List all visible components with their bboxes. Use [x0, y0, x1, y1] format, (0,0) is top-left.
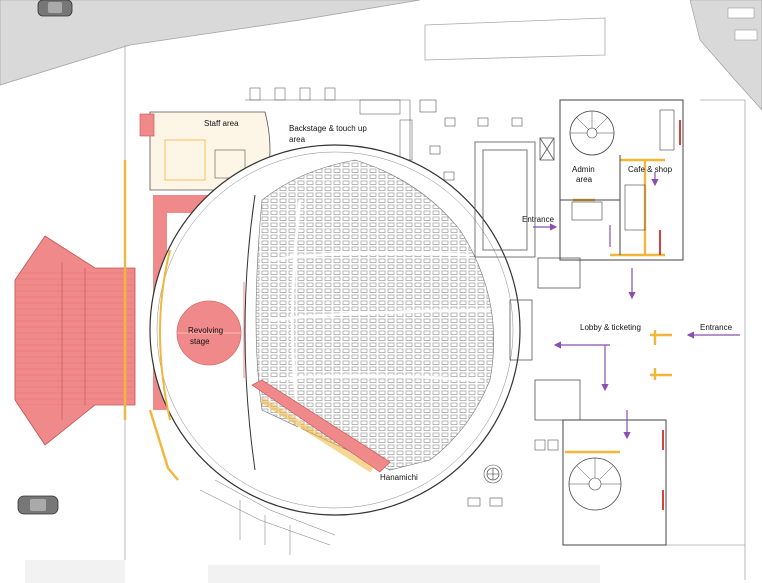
- label-cafe: Cafe & shop: [628, 165, 673, 174]
- lobby-structures: [474, 137, 581, 421]
- label-lobby: Lobby & ticketing: [580, 323, 641, 332]
- lobby-tables: [419, 99, 559, 507]
- label-entrance-left: Entrance: [522, 215, 555, 224]
- circulation-arrows: [533, 172, 740, 440]
- label-backstage-2: area: [289, 135, 306, 144]
- label-revolving-2: stage: [190, 337, 210, 346]
- spiral-stair-icon: [569, 110, 615, 156]
- hanamichi: Hanamichi: [251, 379, 418, 482]
- car-icon: [17, 495, 59, 515]
- label-admin: Admin: [572, 165, 595, 174]
- label-staff-area: Staff area: [204, 119, 239, 128]
- auditorium: [149, 144, 521, 516]
- label-revolving: Revolving: [188, 326, 223, 335]
- label-admin-2: area: [576, 175, 593, 184]
- revolving-stage: Revolving stage: [176, 300, 242, 366]
- spiral-stair-icon: [568, 457, 622, 511]
- road: [0, 0, 762, 111]
- car-icon: [37, 0, 73, 17]
- ventilation-fan-icon: [486, 467, 500, 481]
- lower-steps: [199, 479, 336, 555]
- ground-strip: [208, 565, 600, 583]
- stage-tower: [14, 235, 136, 446]
- staff-area: Staff area: [139, 111, 271, 191]
- lower-stair-core: [562, 419, 667, 546]
- seating-area: [255, 159, 495, 471]
- admin-cafe-building: Admin area Cafe & shop: [559, 99, 684, 261]
- label-backstage: Backstage & touch up: [289, 124, 367, 133]
- ground-strip: [25, 560, 125, 583]
- label-entrance-right: Entrance: [700, 323, 733, 332]
- label-hanamichi: Hanamichi: [380, 473, 418, 482]
